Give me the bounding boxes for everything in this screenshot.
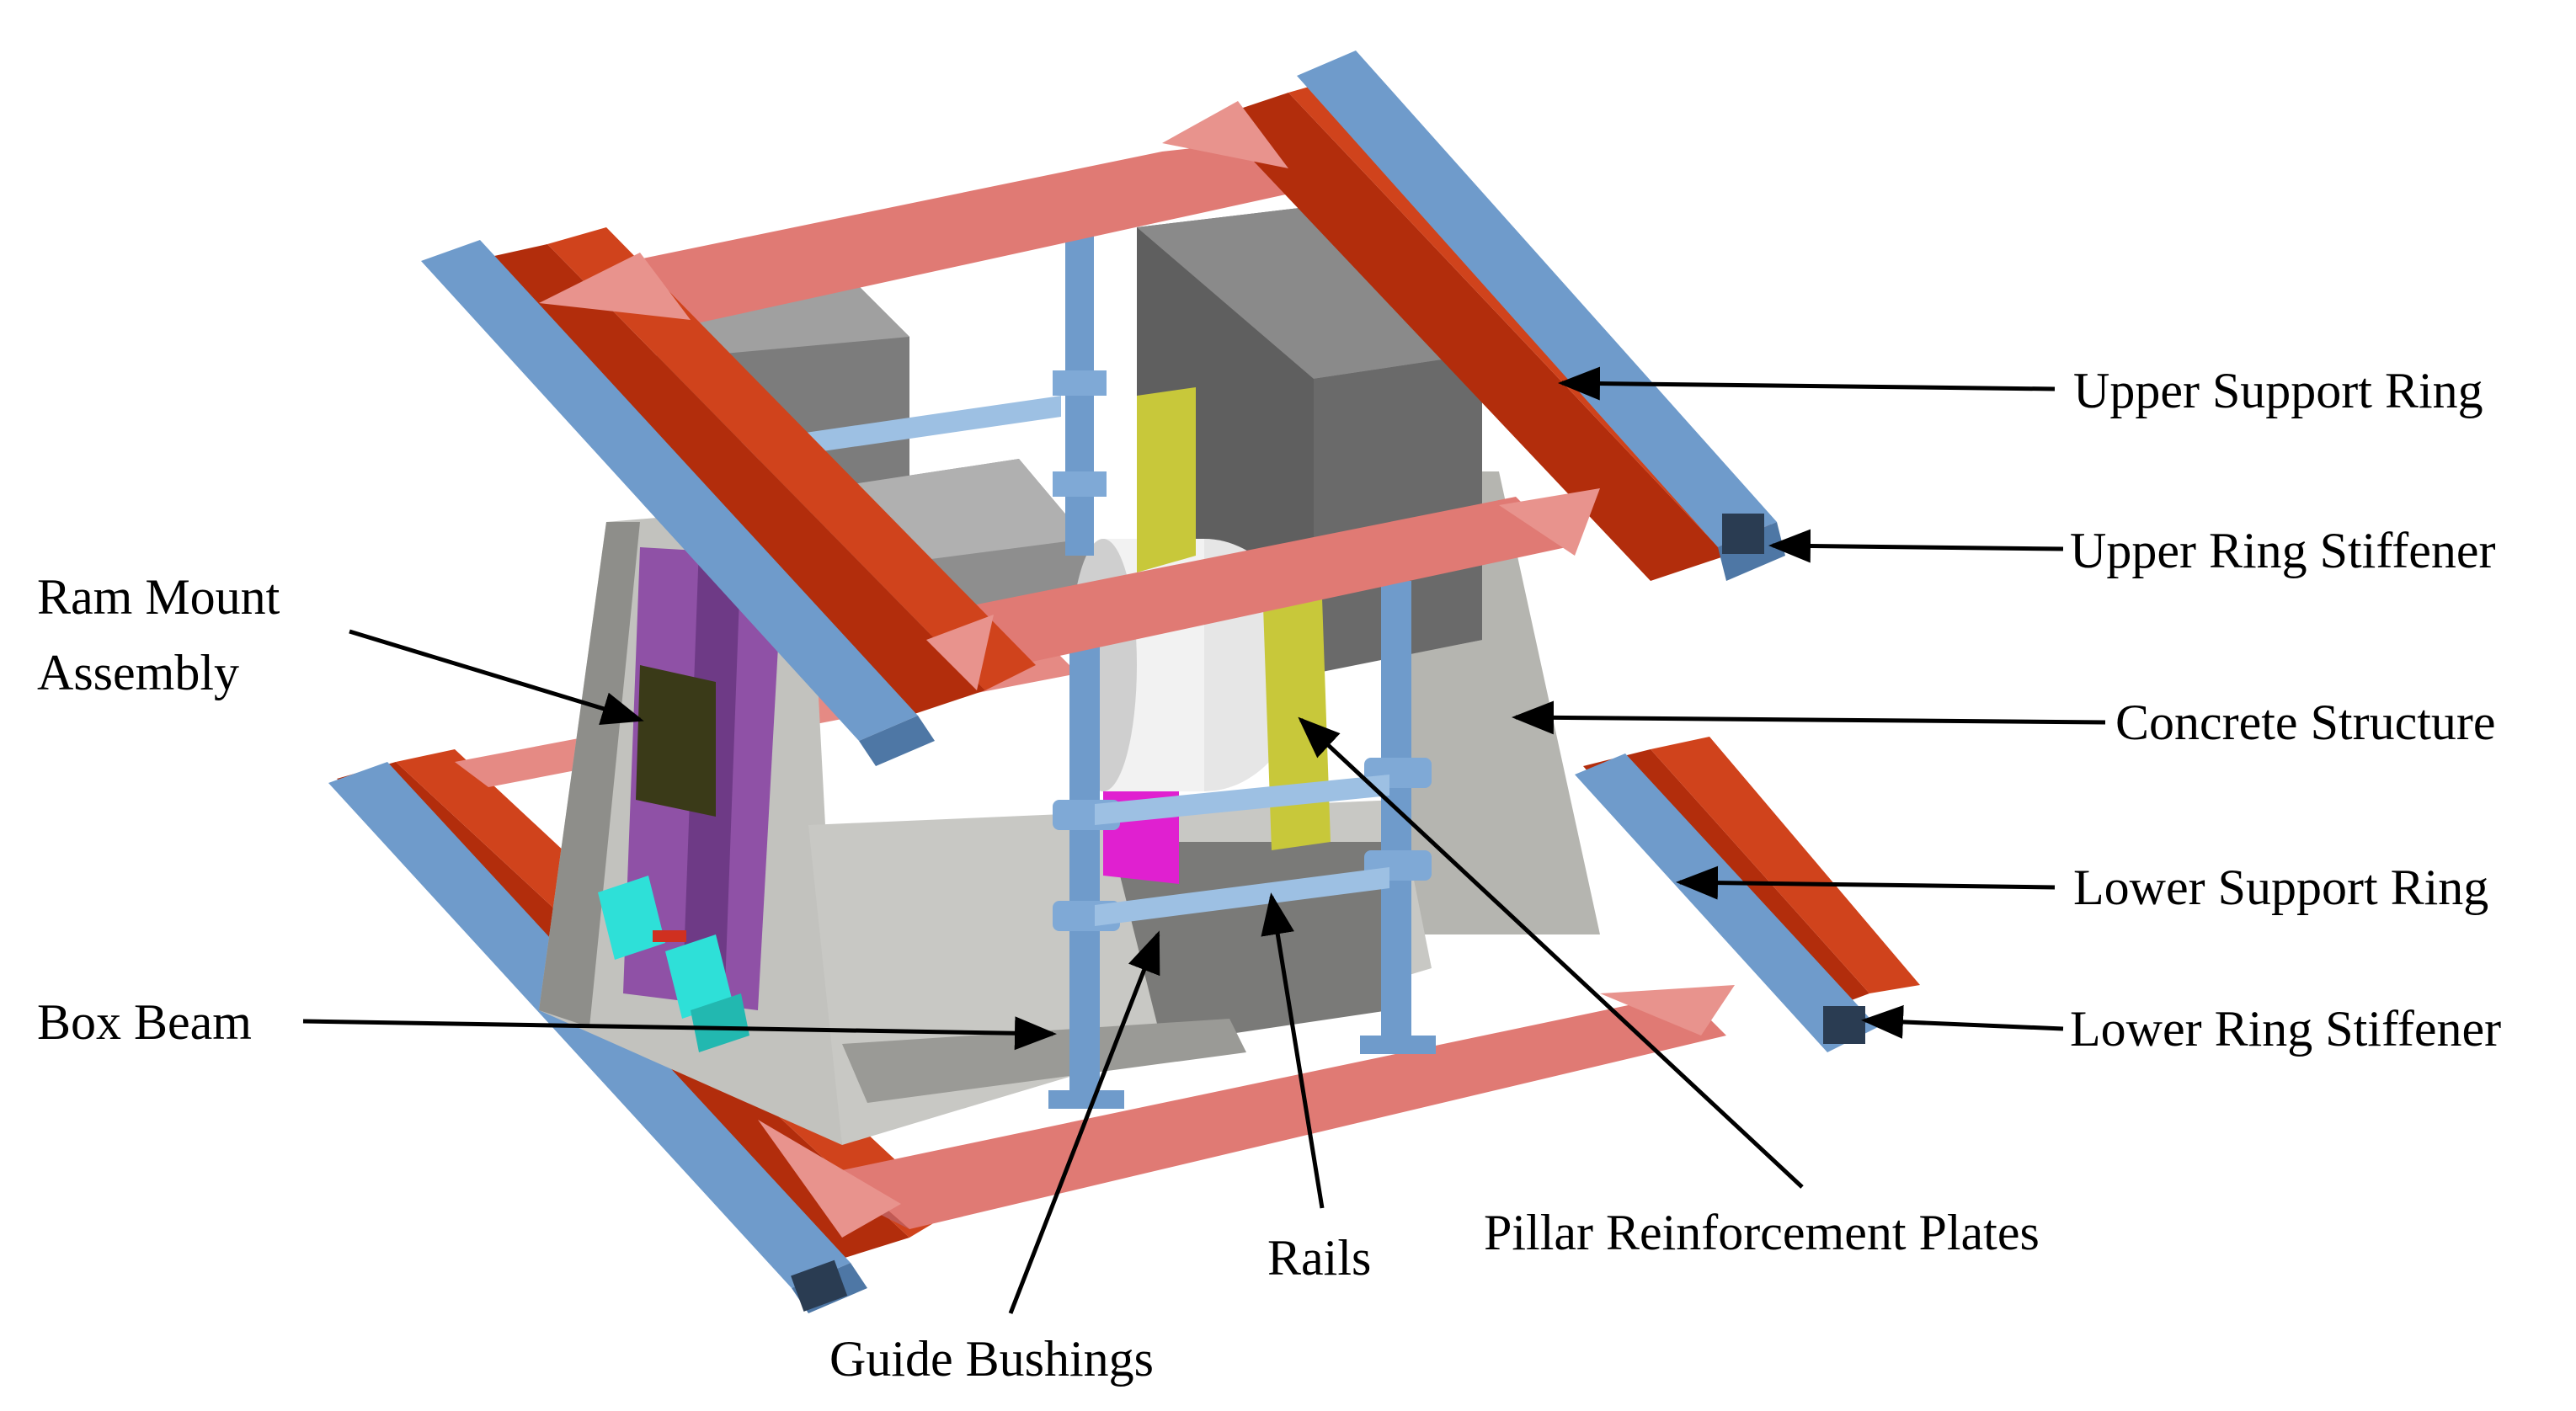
label-concrete-structure: Concrete Structure — [2115, 695, 2496, 750]
pillars — [1048, 236, 1436, 1109]
ram-mount-assembly — [598, 547, 783, 1052]
label-ram-mount-line2: Assembly — [37, 645, 239, 700]
label-lower-ring-stiffener: Lower Ring Stiffener — [2070, 1001, 2502, 1057]
label-guide-bushings: Guide Bushings — [829, 1331, 1155, 1387]
label-box-beam: Box Beam — [37, 994, 252, 1050]
label-ram-mount-line1: Ram Mount — [37, 569, 280, 625]
label-upper-ring-stiffener: Upper Ring Stiffener — [2070, 523, 2496, 578]
upper-ring-stiffener — [421, 51, 1785, 766]
upper-support-ring — [472, 76, 1777, 716]
label-lower-support-ring: Lower Support Ring — [2073, 860, 2489, 915]
label-pillar-reinforcement-plates: Pillar Reinforcement Plates — [1484, 1205, 2040, 1260]
leader-lines — [302, 366, 2106, 1314]
label-rails: Rails — [1267, 1230, 1372, 1286]
label-upper-support-ring: Upper Support Ring — [2073, 363, 2483, 418]
